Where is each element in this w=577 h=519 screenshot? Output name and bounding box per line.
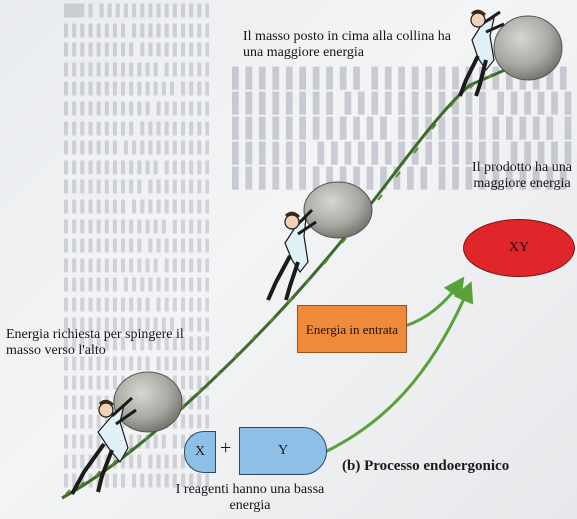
person-pushing-boulder-icon	[266, 208, 317, 301]
product-xy: XY	[463, 219, 575, 277]
panel-title: (b) Processo endoergonico	[342, 458, 510, 474]
person-pushing-boulder-icon	[458, 9, 505, 97]
boulder-icon	[113, 371, 183, 433]
energy-arrow	[404, 276, 465, 328]
top-caption: Il masso posto in cima alla collina ha u…	[243, 29, 452, 60]
hill-slope	[61, 68, 506, 500]
hill-texture	[65, 73, 493, 495]
right-caption: Il prodotto ha una maggiore energia	[472, 160, 572, 191]
reactant-y: Y	[239, 427, 327, 475]
person-pushing-boulder-icon	[70, 396, 137, 495]
reactant-x: X	[184, 431, 216, 473]
boulder-icon	[493, 15, 563, 81]
energy-input-box: Energia in entrata	[297, 305, 407, 353]
reaction-arrow	[324, 281, 474, 454]
boulder-icon	[303, 181, 373, 239]
left-caption: Energia richiesta per spingere il masso …	[6, 327, 184, 358]
plus-sign: +	[220, 437, 232, 459]
bottom-caption: I reagenti hanno una bassa energia	[175, 482, 325, 513]
